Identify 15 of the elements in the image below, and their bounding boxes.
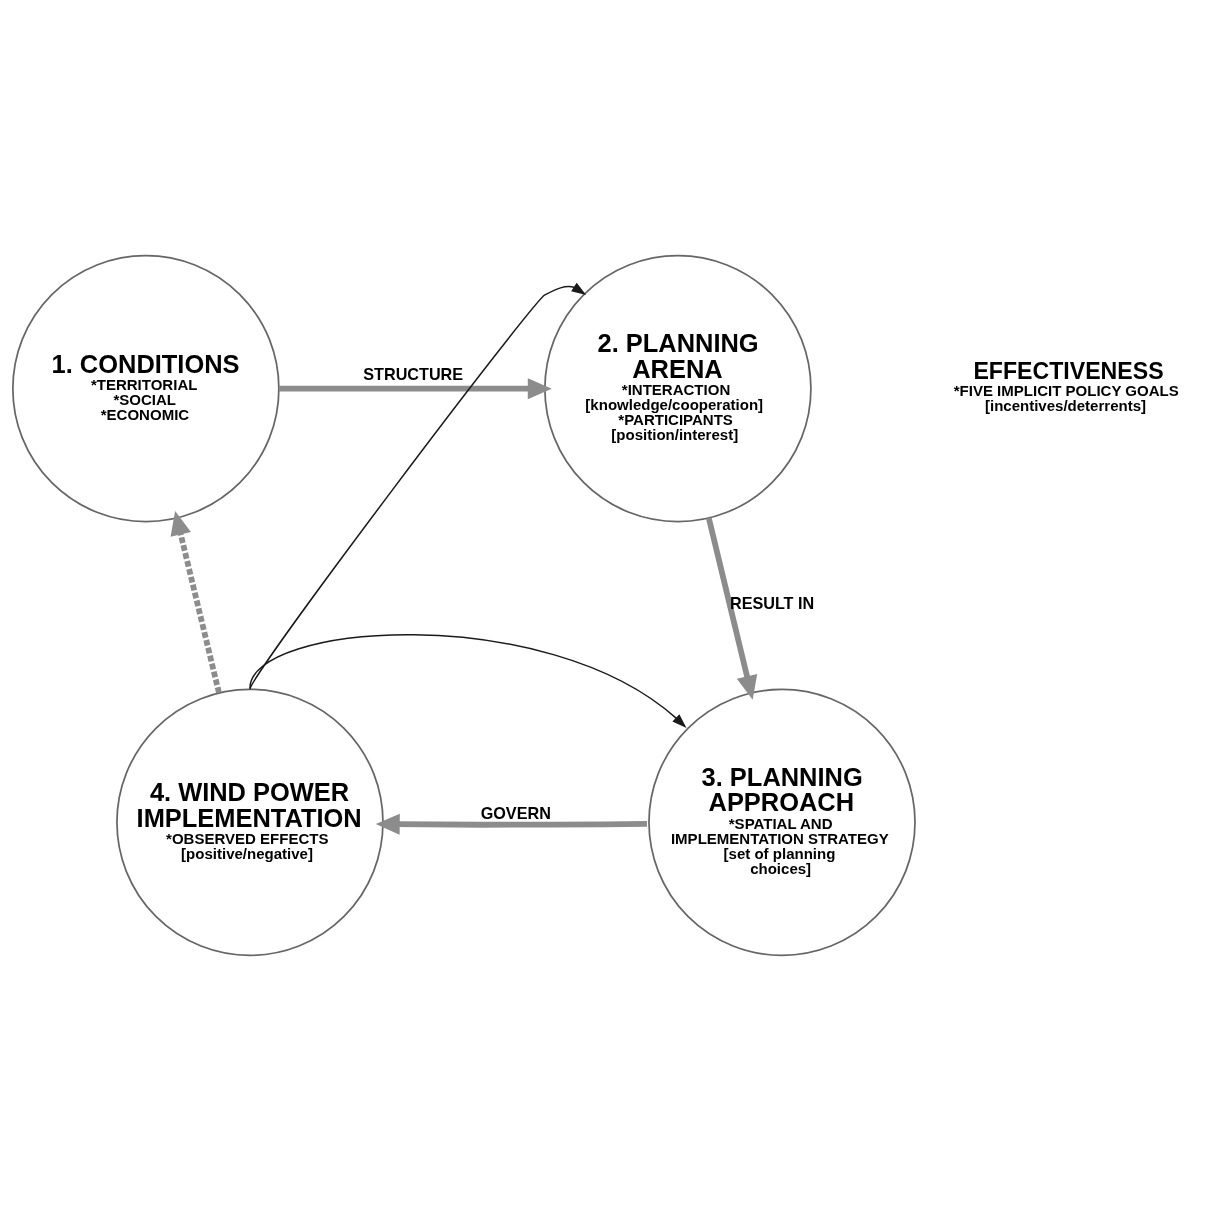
edge-label: RESULT IN [729, 593, 815, 612]
arrow [375, 813, 647, 835]
edge-label: STRUCTURE [363, 364, 464, 383]
node-circle: 1. CONDITIONS *TERRITORIAL *SOCIAL *ECONOMIC [11, 254, 280, 523]
arrow [249, 634, 687, 728]
edge-label: GOVERN [480, 804, 551, 823]
node-circle: 2. PLANNING ARENA *INTERACTION [knowledge/cooperation] *PARTICIPANTS [position/interest] [544, 254, 812, 523]
label: *FIVE IMPLICIT POLICY GOALS [incentives/deterrents] [953, 382, 1179, 415]
node-circle: 4. WIND POWER IMPLEMENTATION *OBSERVED EFFECTS [positive/negative] [116, 688, 384, 957]
arrow [249, 282, 587, 691]
node-circle: 3. PLANNING APPROACH *SPATIAL AND IMPLEMENTATION STRATEGY [set of planning choices] [648, 688, 916, 957]
arrow [170, 511, 222, 694]
label: EFFECTIVENESS [973, 358, 1164, 385]
arrow [706, 517, 758, 700]
arrow [279, 378, 552, 400]
